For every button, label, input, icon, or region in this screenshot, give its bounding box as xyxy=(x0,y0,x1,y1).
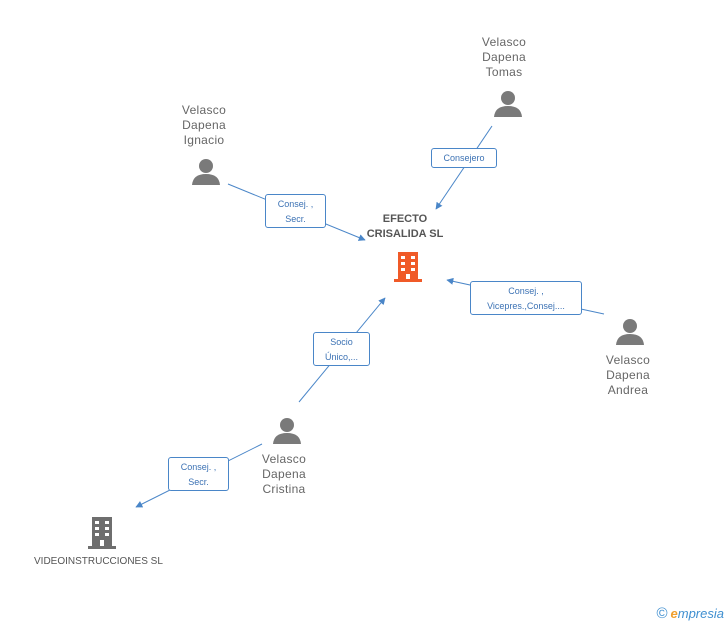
person-icon[interactable] xyxy=(493,89,523,119)
person-name-andrea[interactable]: Velasco Dapena Andrea xyxy=(605,353,651,397)
person-name-cristina[interactable]: Velasco Dapena Cristina xyxy=(261,452,307,496)
edge-label-cristina-center[interactable]: Socio Único,... xyxy=(313,332,370,366)
edge-label-tomas[interactable]: Consejero xyxy=(431,148,497,168)
building-icon[interactable] xyxy=(86,515,118,551)
building-icon[interactable] xyxy=(392,250,424,284)
edge-label-andrea[interactable]: Consej. , Vicepres.,Consej.... xyxy=(470,281,582,315)
person-name-tomas[interactable]: Velasco Dapena Tomas xyxy=(481,35,527,79)
edge-label-ignacio[interactable]: Consej. , Secr. xyxy=(265,194,326,228)
other-company-name[interactable]: VIDEOINSTRUCCIONES SL xyxy=(34,556,163,567)
brand-initial: e xyxy=(670,606,678,621)
person-icon[interactable] xyxy=(191,157,221,187)
person-name-ignacio[interactable]: Velasco Dapena Ignacio xyxy=(181,103,227,147)
copyright-icon: © xyxy=(656,605,668,622)
person-icon[interactable] xyxy=(272,416,302,446)
person-icon[interactable] xyxy=(615,317,645,347)
brand-name: mpresia xyxy=(677,606,724,621)
edge-label-cristina-video[interactable]: Consej. , Secr. xyxy=(168,457,229,491)
center-company-name[interactable]: EFECTO CRISALIDA SL xyxy=(366,213,444,240)
empresia-logo[interactable]: ©empresia xyxy=(656,605,724,622)
